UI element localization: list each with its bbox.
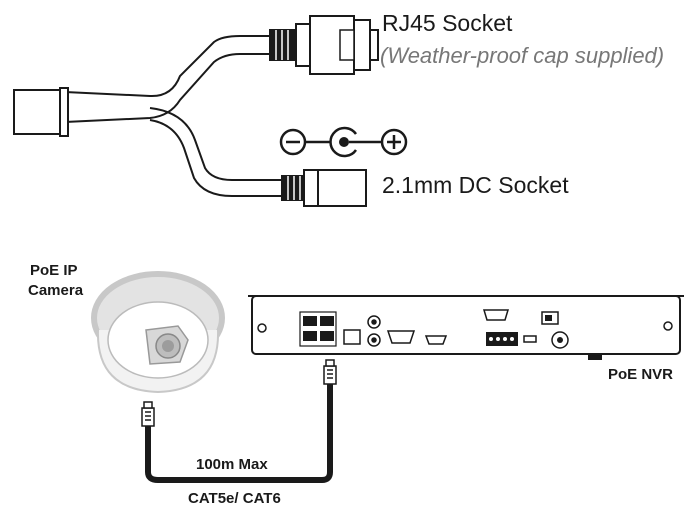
rj45-label: RJ45 Socket bbox=[382, 10, 513, 36]
cable-type-label: CAT5e/ CAT6 bbox=[188, 490, 281, 507]
camera-label-line2: Camera bbox=[28, 282, 84, 299]
nvr-usb-port bbox=[523, 335, 537, 343]
polarity-symbol bbox=[279, 126, 408, 158]
minus-icon bbox=[279, 128, 307, 156]
nvr-dc-input bbox=[551, 331, 569, 349]
camera-label-line1: PoE IP bbox=[30, 262, 78, 279]
rj45-connector bbox=[269, 15, 379, 75]
max-length-label: 100m Max bbox=[196, 456, 268, 473]
nvr-label: PoE NVR bbox=[608, 366, 674, 383]
nvr-wan-port bbox=[343, 329, 361, 345]
ethernet-cable bbox=[141, 359, 337, 483]
nvr-serial-port bbox=[482, 309, 510, 321]
rj45-note-label: (Weather-proof cap supplied) bbox=[380, 43, 665, 68]
dc-center-icon bbox=[329, 126, 358, 158]
nvr-vga-port bbox=[386, 330, 416, 344]
nvr-unit bbox=[248, 295, 684, 360]
dc-connector bbox=[281, 169, 367, 207]
cable-body-connector bbox=[13, 87, 69, 137]
nvr-alarm-terminals bbox=[486, 332, 518, 346]
nvr-audio-jacks bbox=[367, 315, 381, 347]
dome-camera bbox=[91, 271, 225, 394]
plus-icon bbox=[380, 128, 408, 156]
nvr-side-plug bbox=[323, 359, 337, 385]
camera-lens bbox=[145, 325, 189, 365]
pigtail-cable bbox=[64, 35, 282, 197]
camera-side-plug bbox=[141, 401, 155, 427]
nvr-lan-ports bbox=[299, 311, 337, 347]
dc-socket-label: 2.1mm DC Socket bbox=[382, 172, 569, 198]
nvr-hdmi-port bbox=[424, 335, 448, 345]
